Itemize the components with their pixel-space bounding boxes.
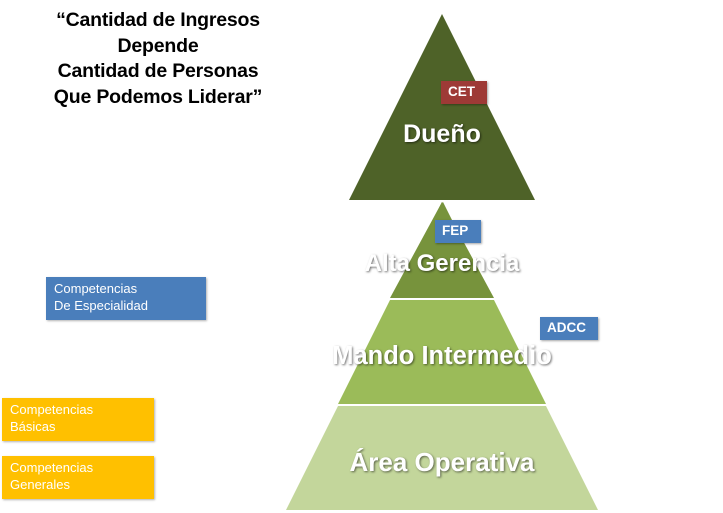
- pyramid-tier-mando-intermedio[interactable]: [163, 300, 721, 404]
- pyramid-tier-label-area-operativa: Área Operativa: [349, 447, 535, 477]
- pyramid-tier-label-mando-intermedio: Mando Intermedio: [332, 342, 552, 370]
- tag-cet[interactable]: CET: [441, 81, 487, 104]
- competency-box-generales[interactable]: Competencias Generales: [2, 456, 154, 499]
- competency-box-especialidad[interactable]: Competencias De Especialidad: [46, 277, 206, 320]
- pyramid-tier-area-operativa[interactable]: [163, 406, 721, 510]
- tag-fep[interactable]: FEP: [435, 220, 481, 243]
- competency-box-basicas[interactable]: Competencias Básicas: [2, 398, 154, 441]
- pyramid-tier-label-alta-gerencia: Alta Gerencia: [364, 250, 520, 277]
- tag-adcc[interactable]: ADCC: [540, 317, 598, 340]
- pyramid-diagram: Dueño Alta Gerencia Mando Intermedio Áre…: [163, 14, 721, 510]
- pyramid-tier-label-dueno: Dueño: [403, 120, 481, 148]
- pyramid-tier-dueno[interactable]: [163, 14, 721, 200]
- pyramid-tier-alta-gerencia[interactable]: [163, 202, 721, 298]
- page-title: “Cantidad de Ingresos Depende Cantidad d…: [53, 9, 263, 109]
